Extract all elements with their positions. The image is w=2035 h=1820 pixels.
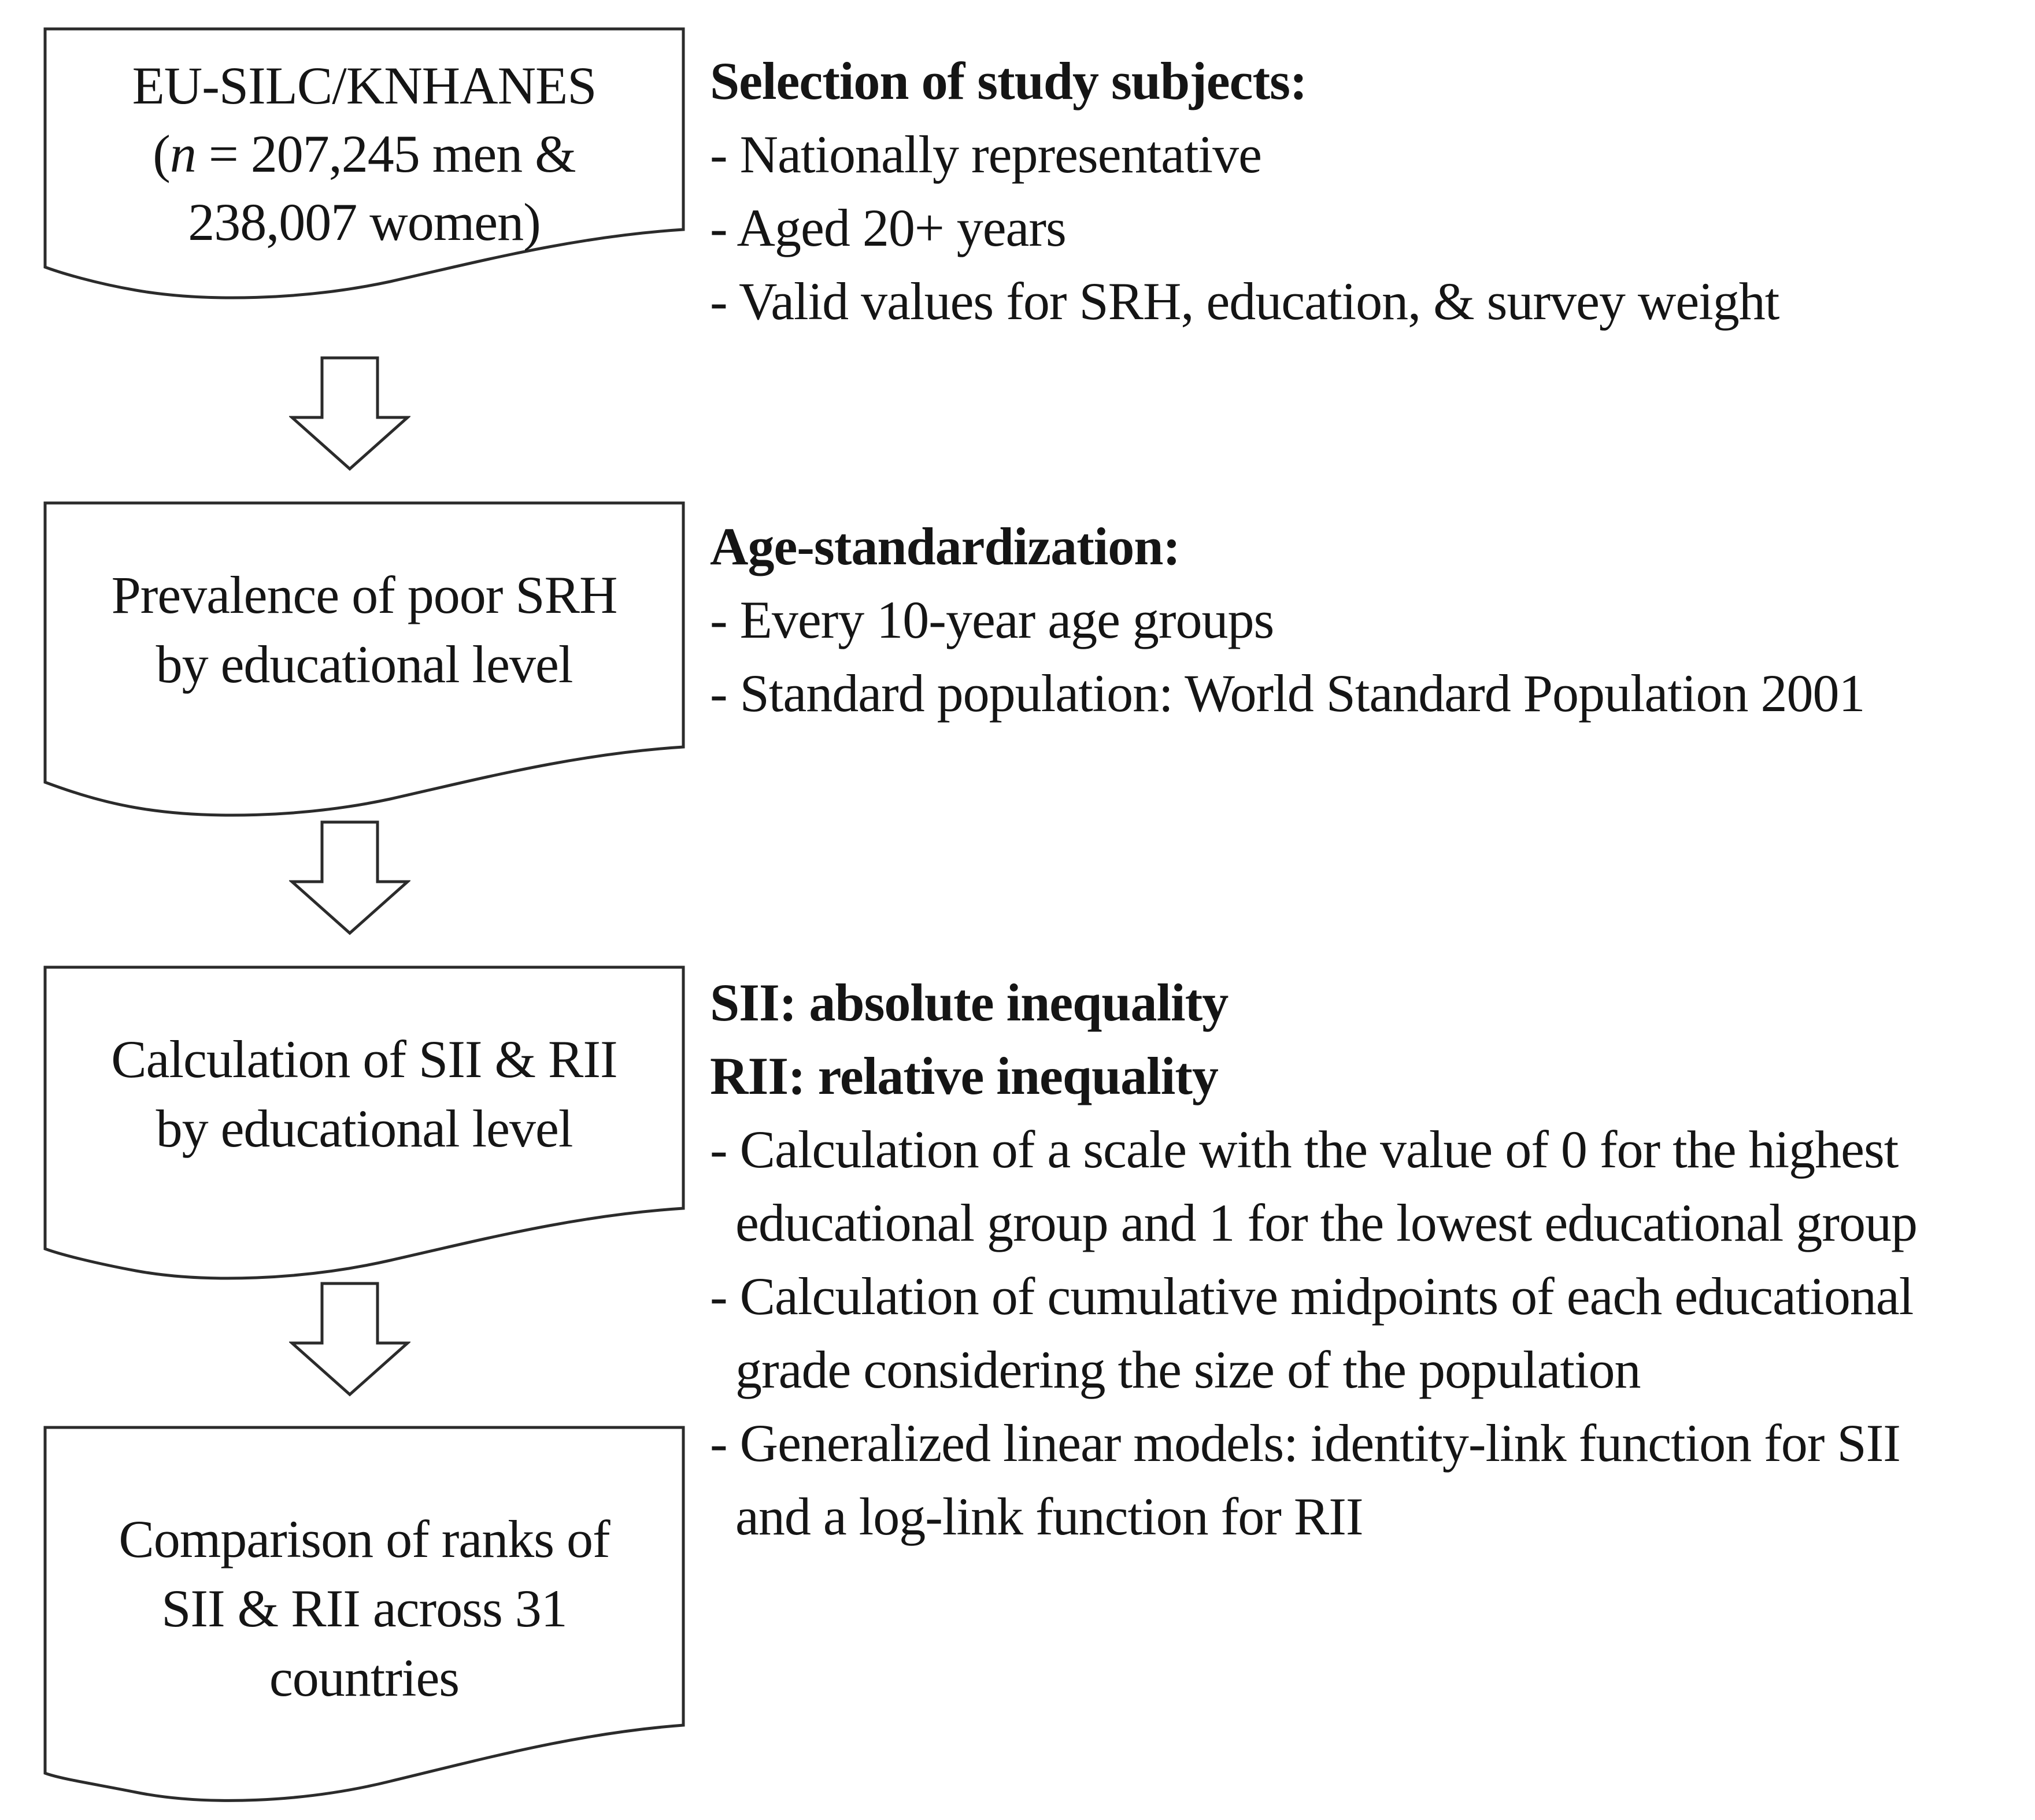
annotation-heading: SII: absolute inequality: [710, 973, 1229, 1032]
annotation-selection-of-subjects: Selection of study subjects: - Nationall…: [710, 45, 2028, 338]
annotation-bullet-continuation: educational group and 1 for the lowest e…: [735, 1193, 1918, 1252]
down-arrow-icon-2: [289, 820, 410, 935]
annotation-bullet: - Nationally representative: [710, 125, 1262, 184]
down-arrow-icon-1: [289, 356, 410, 471]
annotation-bullet: - Generalized linear models: identity-li…: [710, 1414, 1901, 1473]
annotation-heading: Selection of study subjects:: [710, 51, 1308, 110]
document-shape: [43, 501, 685, 817]
box-text-line: 238,007 women): [188, 193, 541, 251]
flow-step-data-source: EU-SILC/KNHANES (n = 207,245 men & 238,0…: [43, 27, 685, 305]
annotation-bullet: - Standard population: World Standard Po…: [710, 664, 1865, 723]
box-text-line: countries: [269, 1648, 460, 1707]
box-text-line: Comparison of ranks of: [119, 1510, 610, 1569]
annotation-bullet: - Aged 20+ years: [710, 198, 1067, 257]
document-shape: [43, 1426, 685, 1802]
document-shape: [43, 27, 685, 299]
annotation-bullet-continuation: and a log-link function for RII: [735, 1487, 1364, 1546]
box-text-line: by educational level: [156, 1099, 574, 1158]
annotation-bullet: - Every 10-year age groups: [710, 590, 1274, 649]
flow-step-comparison: Comparison of ranks of SII & RII across …: [43, 1426, 685, 1810]
annotation-bullet-continuation: grade considering the size of the popula…: [735, 1340, 1641, 1399]
down-arrow-icon-3: [289, 1282, 410, 1397]
flow-step-calculation: Calculation of SII & RII by educational …: [43, 966, 685, 1286]
box-text-line: Prevalence of poor SRH: [111, 565, 618, 624]
annotation-sii-rii: SII: absolute inequality RII: relative i…: [710, 966, 2028, 1553]
annotation-heading: Age-standardization:: [710, 517, 1181, 576]
box-text-line: SII & RII across 31: [161, 1579, 568, 1638]
annotation-bullet: - Calculation of a scale with the value …: [710, 1120, 1899, 1179]
annotation-age-standardization: Age-standardization: - Every 10-year age…: [710, 510, 2028, 730]
flow-step-prevalence: Prevalence of poor SRH by educational le…: [43, 501, 685, 822]
annotation-bullet: - Valid values for SRH, education, & sur…: [710, 272, 1779, 331]
box-text-line: EU-SILC/KNHANES: [132, 56, 597, 115]
document-shape: [43, 966, 685, 1280]
box-text-line: by educational level: [156, 635, 574, 694]
annotation-heading: RII: relative inequality: [710, 1046, 1219, 1105]
box-text-line: Calculation of SII & RII: [111, 1030, 617, 1089]
annotation-bullet: - Calculation of cumulative midpoints of…: [710, 1267, 1914, 1326]
box-text-line: (n = 207,245 men &: [153, 124, 576, 183]
